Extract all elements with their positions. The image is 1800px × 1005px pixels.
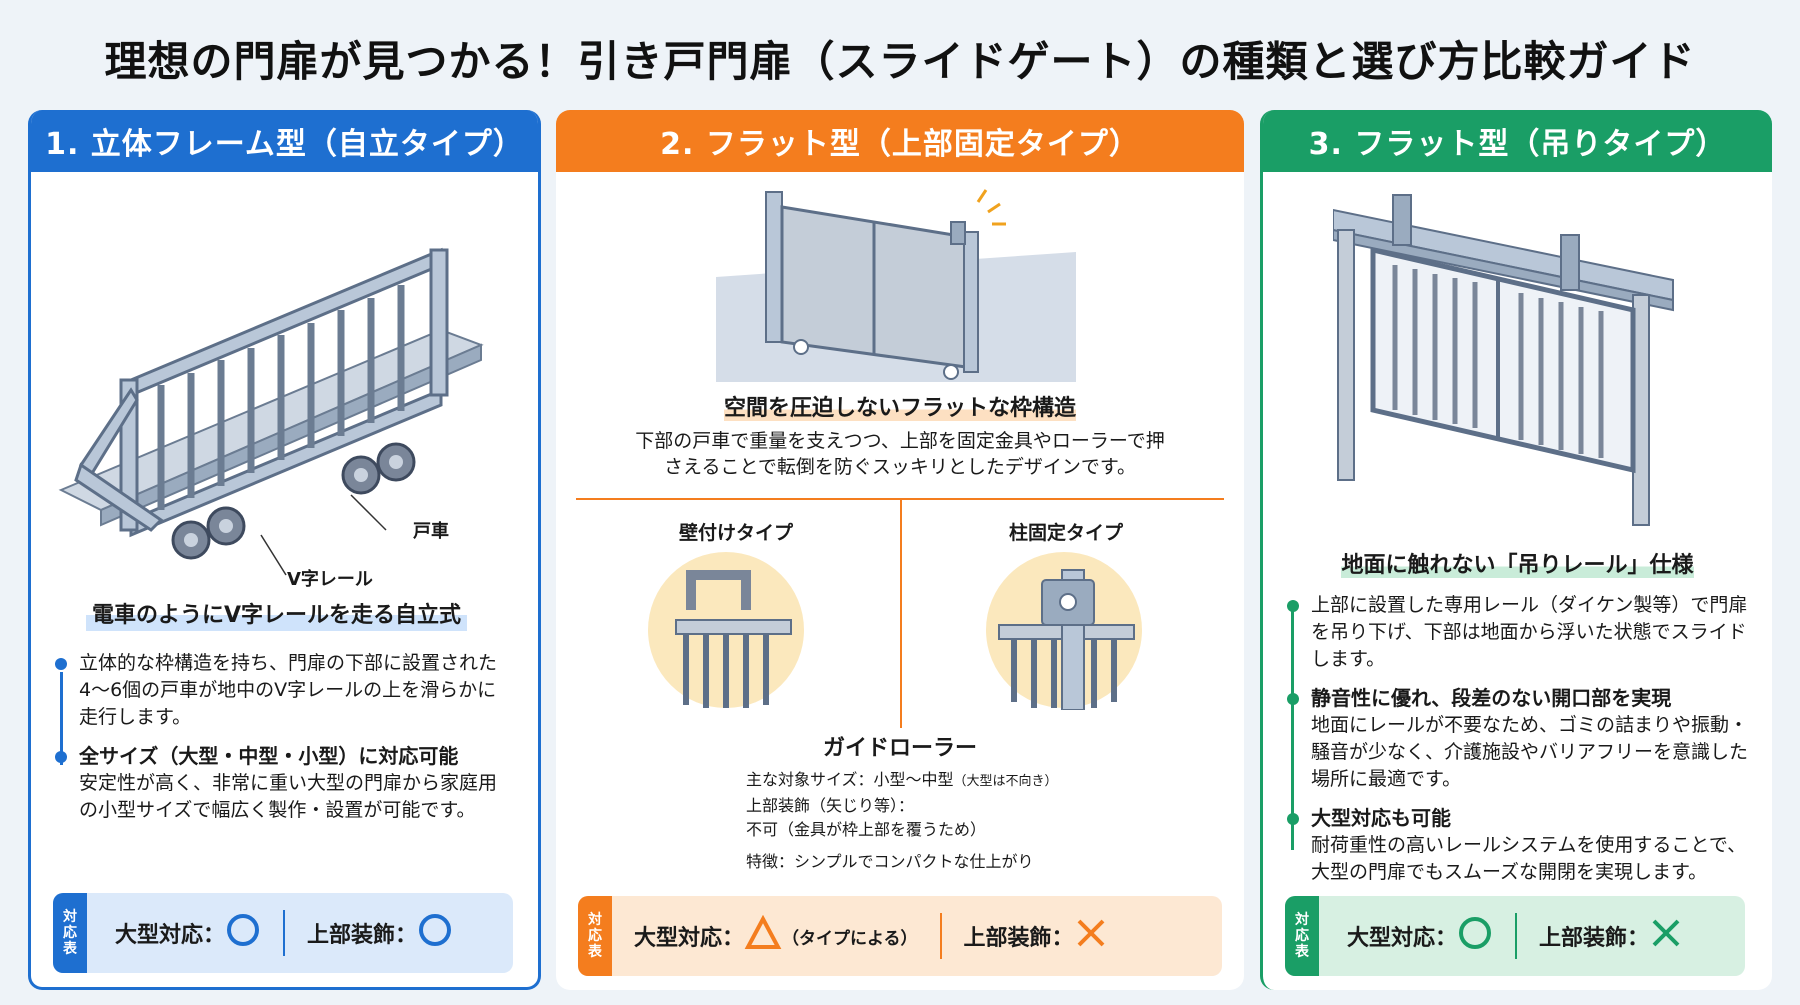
compat-tab: 対応表 <box>1285 896 1319 976</box>
card-hanging: 3. フラット型（吊りタイプ） 地面に触れない「吊りレール」仕様 <box>1260 110 1772 990</box>
post-type-label: 柱固定タイプ <box>1008 522 1123 544</box>
top-decoration: 上部装飾： <box>307 912 453 954</box>
card3-bullets: 上部に設置した専用レール（ダイケン製等）で門扉を吊り下げ、下部は地面から浮いた状… <box>1285 592 1755 898</box>
spec-deco-label: 上部装飾（矢じり等）： <box>746 796 915 815</box>
spec-size: 主な対象サイズ：小型〜中型（大型は不向き） <box>746 770 1058 789</box>
wall-type-label: 壁付けタイプ <box>678 522 793 544</box>
bullet-connector <box>1291 610 1294 850</box>
bullet-dot <box>55 751 67 763</box>
compat-table: 対応表 大型対応： 上部装飾： <box>1285 896 1745 976</box>
card-top-fixed: 2. フラット型（上部固定タイプ） 空間を圧迫しないフラットな枠構造 下部の戸車… <box>556 110 1244 990</box>
circle-icon <box>1457 915 1493 957</box>
compat-tab: 対応表 <box>578 896 612 976</box>
roller-label: 戸車 <box>413 521 449 542</box>
list-item: 全サイズ（大型・中型・小型）に対応可能 安定性が高く、非常に重い大型の門扉から家… <box>53 743 513 824</box>
bullet-dot <box>1287 813 1299 825</box>
top-decoration: 上部装飾： <box>964 916 1108 956</box>
compat-table: 対応表 大型対応： （タイプによる） 上部装飾： <box>578 896 1222 976</box>
card-self-standing: 1. 立体フレーム型（自立タイプ） <box>28 110 541 990</box>
bullet-dot <box>1287 693 1299 705</box>
list-item: 静音性に優れ、段差のない開口部を実現 地面にレールが不要なため、ゴミの詰まりや振… <box>1285 685 1755 793</box>
bullet-dot <box>55 658 67 670</box>
list-item: 立体的な枠構造を持ち、門扉の下部に設置された4〜6個の戸車が地中のV字レールの上… <box>53 650 513 731</box>
guide-specs: 主な対象サイズ：小型〜中型（大型は不向き） 上部装飾（矢じり等）： 不可（金具が… <box>746 768 1166 874</box>
card3-header: 3. フラット型（吊りタイプ） <box>1263 110 1772 172</box>
list-item: 上部に設置した専用レール（ダイケン製等）で門扉を吊り下げ、下部は地面から浮いた状… <box>1285 592 1755 673</box>
card3-heading: 地面に触れない「吊りレール」仕様 <box>1341 553 1694 578</box>
card1-heading: 電車のようにV字レールを走る自立式 <box>86 595 468 631</box>
cross-icon <box>1074 916 1108 956</box>
rail-label: V字レール <box>287 569 373 590</box>
card2-description: 下部の戸車で重量を支えつつ、上部を固定金具やローラーで押さえることで転倒を防ぐス… <box>635 430 1165 478</box>
large-support: 大型対応： <box>1347 915 1493 957</box>
large-support: 大型対応： （タイプによる） <box>634 914 918 957</box>
bullet-dot <box>1287 600 1299 612</box>
circle-icon <box>225 912 261 954</box>
page-title: 理想の門扉が見つかる！引き戸門扉（スライドゲート）の種類と選び方比較ガイド <box>104 37 1696 86</box>
card1-bullets: 立体的な枠構造を持ち、門扉の下部に設置された4〜6個の戸車が地中のV字レールの上… <box>53 650 513 836</box>
compat-table: 対応表 大型対応： 上部装飾： <box>53 893 513 973</box>
frame-gate-illustration <box>41 190 531 590</box>
footer-divider <box>283 910 286 956</box>
card2-header: 2. フラット型（上部固定タイプ） <box>556 110 1244 172</box>
spec-deco-value: 不可（金具が枠上部を覆うため） <box>746 820 987 839</box>
guide-roller-title: ガイドローラー <box>822 736 977 761</box>
card1-header: 1. 立体フレーム型（自立タイプ） <box>31 110 538 172</box>
post-roller-illustration <box>984 550 1144 710</box>
triangle-icon <box>744 914 782 957</box>
list-item: 大型対応も可能 耐荷重性の高いレールシステムを使用することで、大型の門扉でもスム… <box>1285 805 1755 886</box>
spec-feature: 特徴：シンプルでコンパクトな仕上がり <box>746 852 1034 871</box>
cross-icon <box>1649 916 1683 956</box>
footer-divider <box>939 913 942 959</box>
circle-icon <box>417 912 453 954</box>
top-decoration: 上部装飾： <box>1539 916 1683 956</box>
footer-divider <box>1515 913 1518 959</box>
flat-gate-illustration <box>716 182 1076 382</box>
large-support: 大型対応： <box>115 912 261 954</box>
compat-tab: 対応表 <box>53 893 87 973</box>
hanging-gate-illustration <box>1333 190 1713 530</box>
bullet-connector <box>60 672 63 765</box>
divider-vertical <box>900 498 902 728</box>
wall-roller-illustration <box>646 550 806 710</box>
card2-heading: 空間を圧迫しないフラットな枠構造 <box>723 396 1076 421</box>
